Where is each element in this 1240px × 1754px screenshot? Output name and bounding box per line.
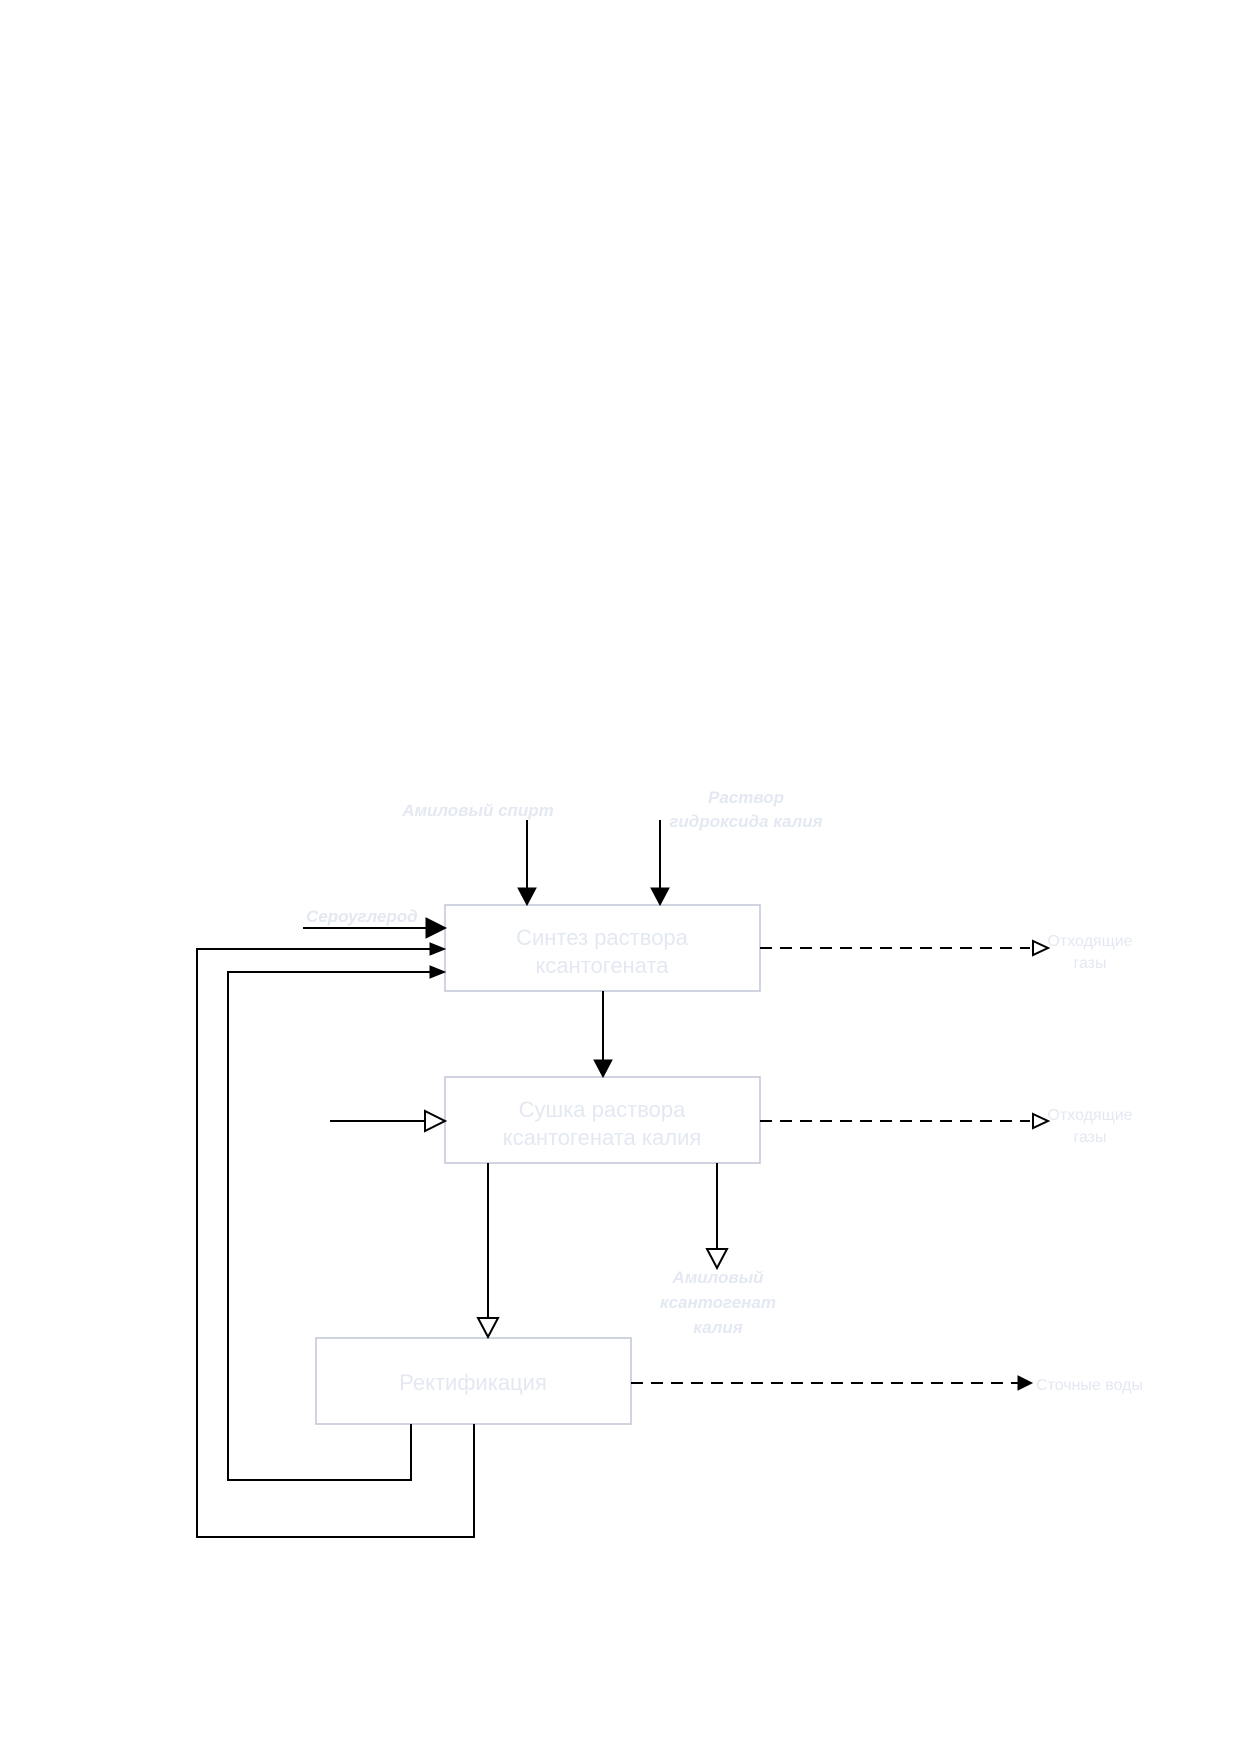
koh-label-line1: Раствор — [708, 788, 784, 807]
wastewater-label: Сточные воды — [1036, 1377, 1143, 1394]
amyl-alcohol-arrow — [517, 820, 537, 907]
gases-1-label-line1: Отходящие — [1047, 933, 1132, 950]
amyl-alcohol-label: Амиловый спирт — [401, 801, 554, 820]
synthesis-to-drying-arrow — [593, 991, 613, 1079]
gases-2-label-line1: Отходящие — [1047, 1107, 1132, 1124]
product-label-line3: калия — [693, 1318, 742, 1337]
product-label-line1: Амиловый — [671, 1268, 764, 1287]
drying-box-label-line1: Сушка раствора — [519, 1097, 686, 1122]
synthesis-box-label-line2: ксантогената — [535, 953, 669, 978]
synthesis-box-label-line1: Синтез раствора — [516, 925, 689, 950]
inner-recycle-arrow — [227, 965, 447, 1481]
synthesis-box: Синтез раствора ксантогената — [444, 904, 761, 992]
cs2-arrow — [303, 917, 448, 939]
product-label-line2: ксантогенат — [660, 1293, 776, 1312]
koh-arrow — [650, 820, 670, 907]
drying-input-arrow — [330, 1109, 448, 1133]
outer-recycle-arrow — [196, 942, 475, 1538]
drying-to-rectification-arrow — [476, 1163, 500, 1340]
drying-box: Сушка раствора ксантогената калия — [444, 1076, 761, 1164]
cs2-label: Сероуглерод — [306, 907, 418, 926]
koh-label-line2: гидроксида калия — [669, 812, 822, 831]
product-arrow — [705, 1163, 729, 1271]
gases-2-label-line2: газы — [1073, 1129, 1106, 1146]
gases-output-arrow-1 — [760, 939, 1051, 957]
gases-1-label-line2: газы — [1073, 955, 1106, 972]
rectification-box-label: Ректификация — [399, 1370, 547, 1395]
gases-output-arrow-2 — [760, 1112, 1051, 1130]
rectification-box: Ректификация — [315, 1337, 632, 1425]
wastewater-output-arrow — [631, 1375, 1034, 1391]
drying-box-label-line2: ксантогената калия — [503, 1125, 702, 1150]
